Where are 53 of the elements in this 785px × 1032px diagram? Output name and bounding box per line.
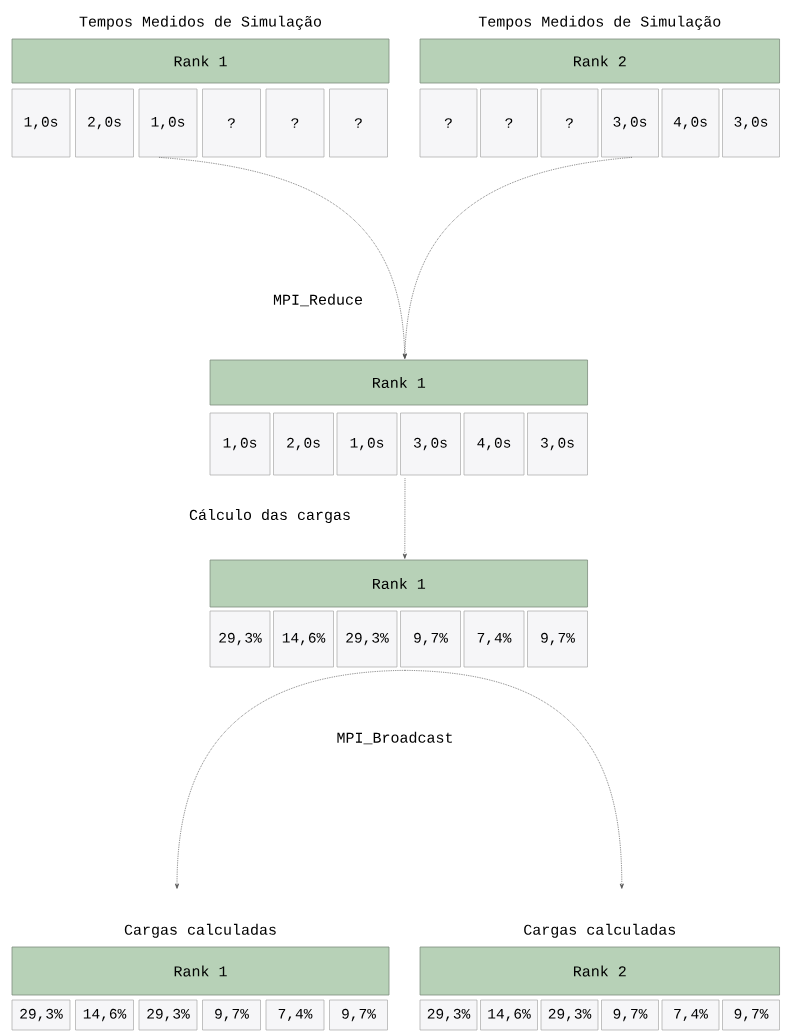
value-cell: 14,6% (480, 999, 538, 1031)
value-cell: 9,7% (329, 999, 388, 1031)
arrow (402, 156, 633, 359)
value-cell: ? (480, 88, 538, 158)
value-cell: 4,0s (463, 412, 525, 476)
rank-box: Rank 1 (11, 38, 390, 84)
value-cell: 9,7% (722, 999, 780, 1031)
value-cell: 29,3% (336, 610, 398, 668)
value-cell: 1,0s (209, 412, 271, 476)
value-cell: 29,3% (419, 999, 478, 1031)
rank-box: Rank 2 (419, 38, 780, 84)
arrow (175, 669, 406, 889)
rank-box: Rank 1 (209, 359, 588, 406)
value-cell: 9,7% (527, 610, 588, 668)
value-cell: 7,4% (661, 999, 720, 1031)
value-cell: 29,3% (209, 610, 271, 668)
edge-label: MPI_Reduce (272, 292, 364, 308)
value-cell: ? (329, 88, 388, 158)
heading: Cargas calculadas (124, 923, 276, 938)
arrow (404, 669, 624, 889)
value-cell: 9,7% (400, 610, 461, 668)
edge-label: Cálculo das cargas (188, 508, 352, 524)
value-cell: 3,0s (722, 88, 780, 158)
rank-box: Rank 2 (419, 946, 780, 996)
value-cell: 7,4% (463, 610, 525, 668)
value-cell: 1,0s (336, 412, 398, 476)
value-cell: ? (419, 88, 478, 158)
arrow (402, 477, 407, 559)
value-cell: 29,3% (138, 999, 198, 1031)
value-cell: 9,7% (601, 999, 659, 1031)
value-cell: 4,0s (661, 88, 720, 158)
value-cell: 2,0s (75, 88, 134, 158)
value-cell: 2,0s (273, 412, 334, 476)
value-cell: 3,0s (400, 412, 461, 476)
value-cell: 29,3% (540, 999, 599, 1031)
value-cell: 7,4% (265, 999, 325, 1031)
rank-box: Rank 1 (11, 946, 390, 996)
value-cell: ? (540, 88, 599, 158)
edge-label: MPI_Broadcast (335, 730, 455, 746)
value-cell: 1,0s (138, 88, 198, 158)
value-cell: 14,6% (273, 610, 334, 668)
value-cell: 29,3% (11, 999, 71, 1031)
heading: Tempos Medidos de Simulação (478, 15, 721, 30)
value-cell: 1,0s (11, 88, 71, 158)
value-cell: ? (202, 88, 261, 158)
value-cell: 3,0s (601, 88, 659, 158)
value-cell: 14,6% (75, 999, 134, 1031)
heading: Tempos Medidos de Simulação (79, 15, 321, 30)
heading: Cargas calculadas (524, 923, 676, 938)
rank-box: Rank 1 (209, 559, 588, 608)
value-cell: 3,0s (527, 412, 588, 476)
value-cell: ? (265, 88, 325, 158)
value-cell: 9,7% (202, 999, 261, 1031)
